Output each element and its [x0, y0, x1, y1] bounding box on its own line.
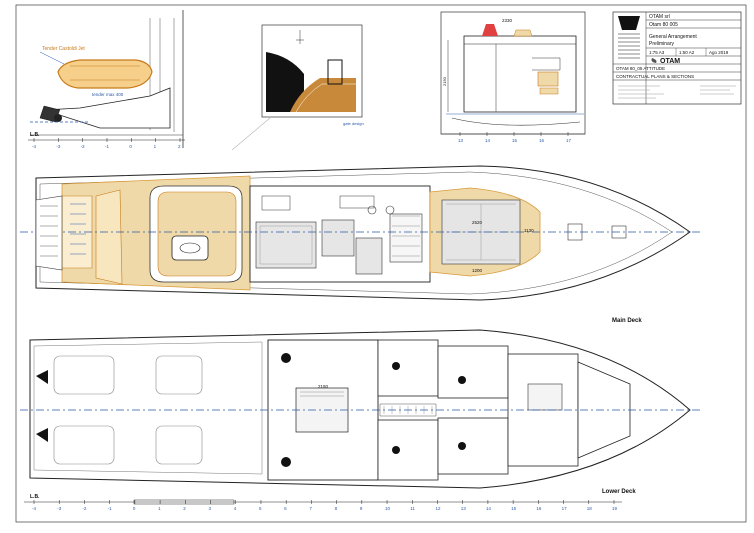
- company-name: OTAM srl: [649, 14, 670, 20]
- frame-number: 0: [129, 144, 132, 149]
- frame-number: 16: [539, 138, 545, 143]
- project-name: Otam 80 005: [649, 22, 678, 28]
- lb-label-top: L.B.: [30, 132, 40, 138]
- company-logo: [618, 16, 640, 30]
- scale-bar: [133, 499, 235, 505]
- scale-a2: 1:50 A2: [679, 50, 695, 55]
- otam-logo-text: OTAM: [660, 58, 680, 65]
- frame-number: 5: [259, 506, 262, 511]
- frame-number: 15: [511, 506, 517, 511]
- frame-number: 18: [587, 506, 593, 511]
- frame-number: -2: [81, 144, 85, 149]
- frame-number: 4: [234, 506, 237, 511]
- frame-number: 0: [133, 506, 136, 511]
- main-deck-plan: 1130 2520 1200 Main Deck: [20, 165, 700, 324]
- dim-main-1: 2520: [472, 220, 483, 225]
- lower-deck-plan: 2150 Lower Deck: [20, 329, 700, 495]
- frame-number: 6: [284, 506, 287, 511]
- frame-number: 3: [209, 506, 212, 511]
- gate-design-label: gate design: [343, 121, 364, 126]
- frame-number: 2: [178, 144, 181, 149]
- frame-number: 10: [385, 506, 391, 511]
- frame-number: 13: [458, 138, 464, 143]
- frame-number: 12: [435, 506, 441, 511]
- drawing-date: Ago 2019: [709, 50, 729, 55]
- otam-logo-mark: [651, 58, 657, 63]
- frame-number: 13: [461, 506, 467, 511]
- frame-number: -1: [108, 506, 112, 511]
- frame-number: 15: [512, 138, 518, 143]
- gate-detail-inset: gate design: [231, 24, 364, 151]
- frame-number: 14: [486, 506, 492, 511]
- frame-number: 16: [536, 506, 542, 511]
- ref-line-2: CONTRACTUAL PLANS & SECTIONS: [616, 74, 694, 79]
- frame-number: 8: [335, 506, 338, 511]
- frame-number: 11: [410, 506, 415, 511]
- lower-deck-label: Lower Deck: [602, 489, 636, 495]
- frame-number: -4: [32, 506, 36, 511]
- frame-number: -2: [82, 506, 86, 511]
- sheet-border: [15, 4, 747, 523]
- title-block: OTAM srl Otam 80 005 General Arrangement…: [612, 11, 742, 105]
- frame-number: 1: [154, 144, 157, 149]
- engine-port: [53, 355, 115, 395]
- top-frame-scale: -4 -3 -2 -1 0 1 2 L.B.: [28, 132, 185, 149]
- ref-line-1: OTAM 80_05 ATTITUDE: [616, 66, 665, 71]
- scale-a3: 1:75 A3: [649, 50, 665, 55]
- frame-number: -3: [57, 506, 61, 511]
- frame-number: 14: [485, 138, 491, 143]
- tender-note: tender max 400: [92, 92, 124, 97]
- tender-label: Tender Castoldi Jet: [42, 46, 85, 52]
- jacuzzi: [171, 235, 209, 261]
- dim-lower: 2150: [318, 384, 329, 389]
- frame-number: 17: [566, 138, 572, 143]
- engine-starboard: [53, 425, 115, 465]
- frame-number: 9: [360, 506, 363, 511]
- frame-number: 19: [612, 506, 618, 511]
- section-inset: 2150 2330 13 14 15 16 17: [440, 11, 586, 143]
- section-dim-side: 2150: [442, 76, 447, 86]
- lb-label-bottom: L.B.: [30, 494, 40, 500]
- dim-main-2: 1200: [472, 268, 483, 273]
- main-deck-label: Main Deck: [612, 318, 642, 324]
- frame-number: 7: [309, 506, 312, 511]
- frame-number: 2: [183, 506, 186, 511]
- frame-number: -4: [32, 144, 36, 149]
- tender-stern-detail: Tender Castoldi Jet tender max 400: [30, 10, 184, 148]
- drawing-title: General Arrangement: [649, 34, 697, 40]
- section-dim-top: 2330: [502, 18, 513, 23]
- frame-number: -1: [105, 144, 109, 149]
- frame-number: 17: [562, 506, 568, 511]
- dim-beam-main: 1130: [524, 228, 534, 233]
- frame-number: 1: [158, 506, 161, 511]
- frame-number: -3: [56, 144, 60, 149]
- drawing-status: Preliminary: [649, 41, 675, 47]
